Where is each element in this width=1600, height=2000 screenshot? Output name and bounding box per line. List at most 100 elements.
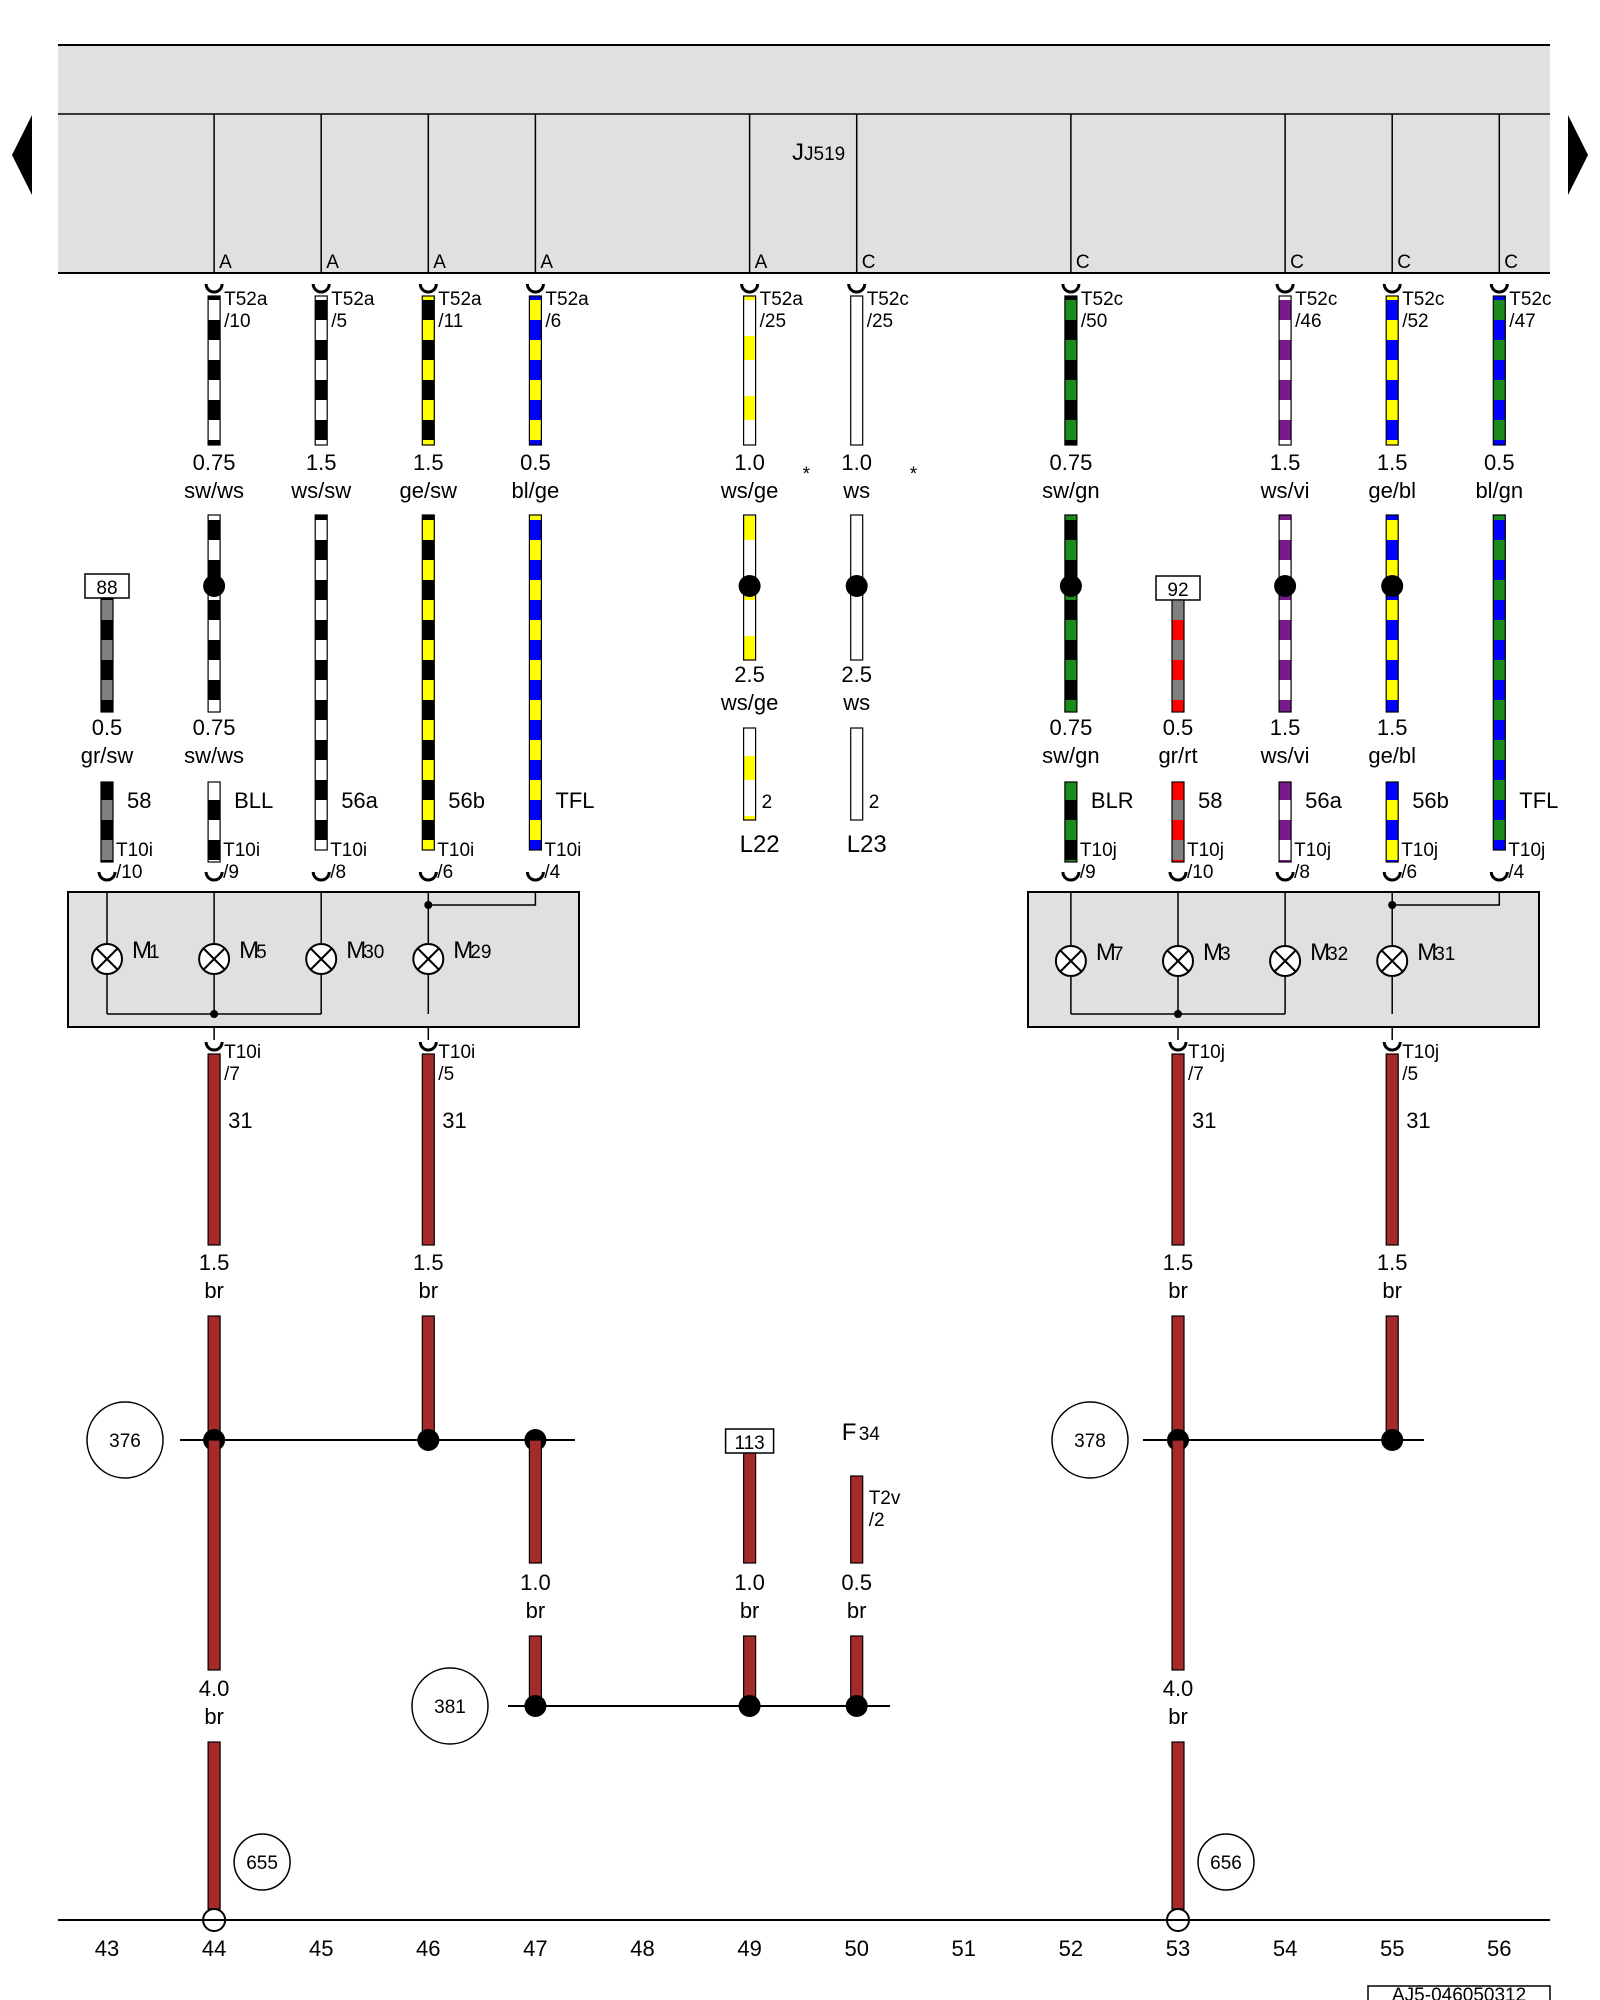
wire-segment: [850, 727, 864, 821]
connector-label: T52c: [1081, 289, 1123, 310]
function-label: TFL: [555, 788, 594, 813]
pin-block-label: A: [326, 252, 339, 273]
reference-113: 113: [734, 1433, 764, 1454]
connector-pin-icon: [204, 871, 224, 882]
splice-point: [738, 575, 761, 597]
pin-number: /50: [1081, 311, 1107, 332]
pin-number: /11: [438, 311, 463, 332]
wire-segment: [1064, 781, 1078, 863]
bulb-label-main: M: [132, 937, 152, 964]
grid-number: 47: [523, 1936, 547, 1961]
bulb-label-sub: 29: [470, 942, 491, 963]
wire-size: 0.5: [1484, 450, 1515, 475]
wire-segment: [1171, 1741, 1185, 1910]
connector-label: T52c: [1295, 289, 1337, 310]
wire-size: 0.75: [193, 715, 236, 740]
wire-color: br: [847, 1598, 867, 1623]
pin-block-label: C: [1076, 252, 1090, 273]
pin-number: /5: [438, 1064, 454, 1085]
connector-label: T10i: [437, 840, 474, 861]
pin-number: /7: [224, 1064, 240, 1085]
pin-number: /25: [760, 311, 786, 332]
connector-pin-icon: [97, 871, 117, 882]
connector-pin-icon: [1489, 283, 1509, 294]
wire-color: sw/ws: [184, 478, 244, 503]
connector-pin-icon: [204, 1041, 224, 1052]
pin-number: /6: [545, 311, 561, 332]
connector-pin-icon: [1382, 1041, 1402, 1052]
bulb-label-sub: 7: [1113, 944, 1124, 965]
connector-label: T10j: [1401, 840, 1438, 861]
next-page-arrow[interactable]: [1568, 115, 1588, 195]
wire-segment: [207, 1741, 221, 1910]
ground-point-label: 381: [434, 1697, 466, 1718]
pin-number: /5: [331, 311, 347, 332]
wire-segment: [1492, 514, 1506, 851]
wire-segment: [1278, 295, 1292, 446]
ground-point-icon: [1051, 1401, 1129, 1479]
ground-point-icon: [233, 1833, 291, 1891]
grid-number: 55: [1380, 1936, 1404, 1961]
connector-pin-icon: [1382, 871, 1402, 882]
splice-point: [845, 1695, 868, 1717]
wire-color: ws/vi: [1260, 743, 1310, 768]
wire-segment: [1492, 295, 1506, 446]
wire-segment: [1064, 295, 1078, 446]
pin-number: /4: [1508, 862, 1524, 883]
wire-size: 0.5: [92, 715, 123, 740]
switch-label-main: F: [842, 1419, 857, 1446]
wire-color: ws: [842, 478, 870, 503]
pin-block-label: C: [1397, 252, 1411, 273]
control-unit-j519: J J519: [58, 44, 1550, 274]
pin-number: /6: [437, 862, 453, 883]
wire-size: 1.5: [1270, 450, 1301, 475]
bulb-label-sub: 32: [1327, 944, 1348, 965]
grid-number: 48: [630, 1936, 654, 1961]
pin-number: /10: [116, 862, 142, 883]
function-label: BLR: [1091, 788, 1134, 813]
terminal-label: 31: [228, 1108, 252, 1133]
wire-segment: [207, 1439, 221, 1671]
wire-size: 1.5: [199, 1250, 230, 1275]
wire-size: 1.0: [734, 450, 765, 475]
wire-segment: [207, 1315, 221, 1441]
splice-point: [203, 575, 226, 597]
connector-pin-icon: [1168, 1041, 1188, 1052]
pin-number: /47: [1509, 311, 1535, 332]
wire-size: 4.0: [1163, 1676, 1194, 1701]
pin-number: /25: [867, 311, 893, 332]
control-unit-label-main: J: [792, 139, 804, 166]
wire-size: 0.75: [1049, 450, 1092, 475]
bulb-label-main: M: [453, 937, 473, 964]
connector-label: T10i: [223, 840, 260, 861]
connector-label: T10j: [1508, 840, 1545, 861]
terminal-label: 31: [442, 1108, 466, 1133]
prev-page-arrow[interactable]: [12, 115, 32, 195]
ground-point-icon: [411, 1667, 489, 1745]
ground-point-label: 655: [246, 1853, 278, 1874]
bulb-label-main: M: [1310, 939, 1330, 966]
connector-pin-icon: [525, 871, 545, 882]
wire-color: gr/sw: [81, 743, 134, 768]
wire-size: 4.0: [199, 1676, 230, 1701]
pin-number: /10: [1187, 862, 1213, 883]
connector-label: T52a: [224, 289, 268, 310]
connector-pin-icon: [1168, 871, 1188, 882]
wire-segment: [421, 1315, 435, 1441]
splice-point: [417, 1429, 440, 1451]
bulb-label-sub: 31: [1434, 944, 1455, 965]
bulb-label-sub: 5: [256, 942, 267, 963]
connector-pin-icon: [1061, 283, 1081, 294]
wire-color: br: [1168, 1278, 1188, 1303]
wire-size: 0.5: [1163, 715, 1194, 740]
wire-segment: [1171, 1053, 1185, 1246]
lamp-pin-label: 2: [762, 792, 773, 813]
wire-segment: [421, 1053, 435, 1246]
connector-label: T52a: [331, 289, 375, 310]
connector-label: T52a: [760, 289, 804, 310]
wire-size: 1.0: [520, 1570, 551, 1595]
connector-label: T10j: [1187, 840, 1224, 861]
wire-segment: [1385, 1315, 1399, 1441]
function-label: 56b: [1412, 788, 1449, 813]
